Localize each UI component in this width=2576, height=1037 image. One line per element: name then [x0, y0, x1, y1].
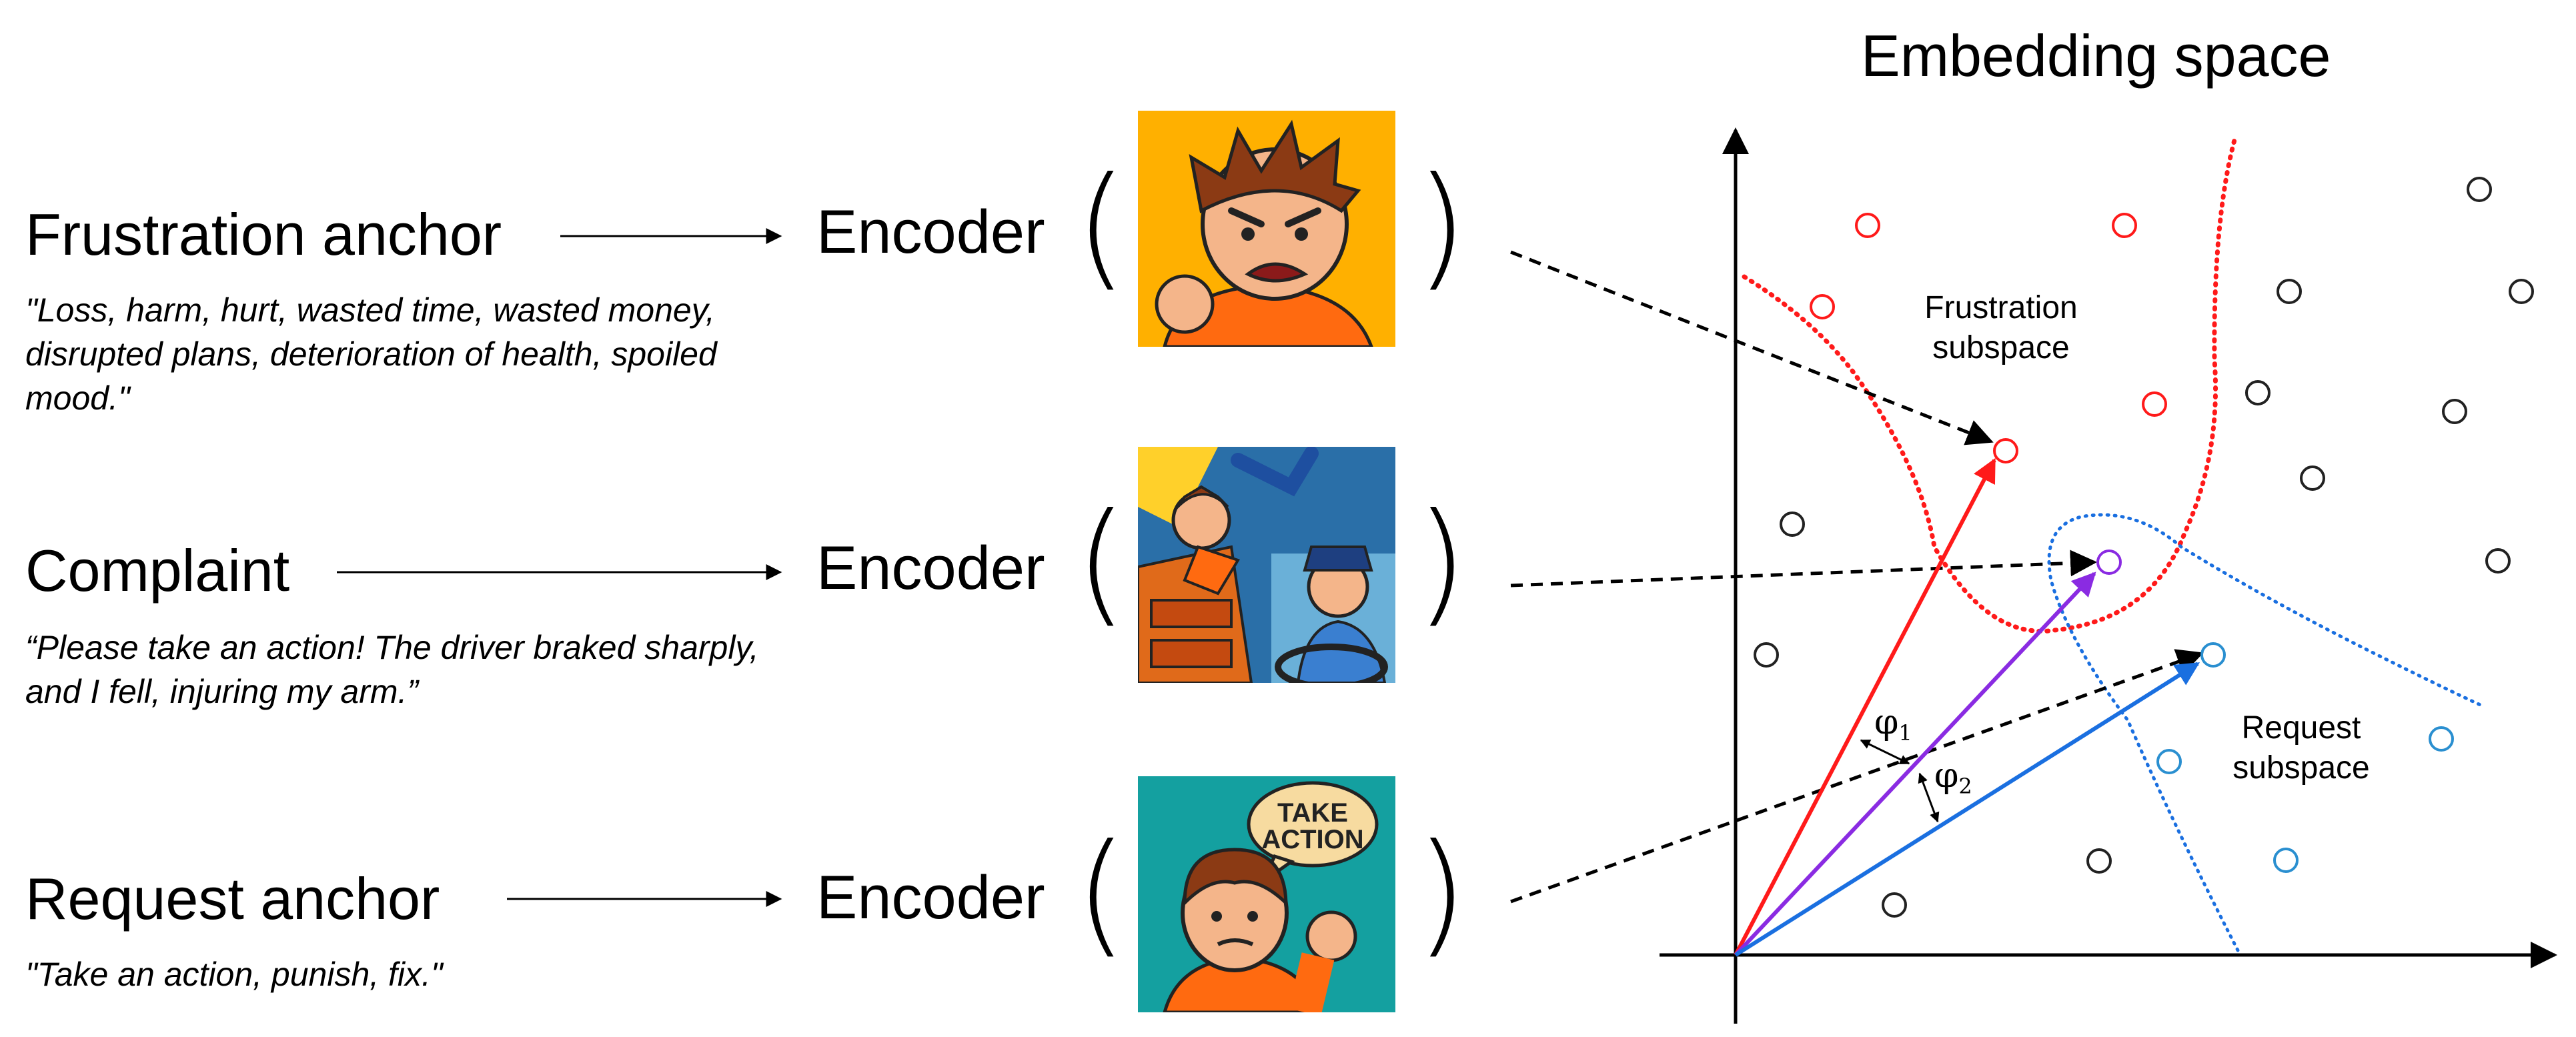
request-anchor-quote: "Take an action, punish, fix.": [25, 956, 443, 993]
projection-complaint: [1510, 550, 2097, 588]
request-point: [2273, 848, 2299, 873]
request-subspace-boundary: [2047, 513, 2487, 952]
frustration-anchor-title: Frustration anchor: [25, 201, 502, 267]
left-paren-2: (: [1075, 485, 1128, 640]
neutral-point: [2277, 279, 2302, 304]
complaint-point: [2096, 550, 2122, 575]
frustration-subspace-label-line-2: subspace: [1932, 330, 2070, 365]
request-subspace-label-line-1: Request: [2241, 710, 2361, 746]
phi2-label: φ2: [1934, 756, 1972, 799]
frustration-point: [2142, 391, 2167, 417]
complaint-title: Complaint: [25, 538, 290, 604]
complaint-quote: “Please take an action! The driver brake…: [25, 629, 759, 710]
right-paren-2: ): [1415, 485, 1468, 640]
request-subspace-label-line-2: subspace: [2232, 750, 2370, 786]
phi1-angle-arrow: [1860, 739, 1910, 765]
complaint-vector: [1734, 572, 2096, 957]
projection-frustration: [1510, 250, 1994, 445]
frustration-subspace-label: Frustration subspace: [1901, 288, 2101, 368]
neutral-point: [2467, 177, 2492, 202]
left-paren-1: (: [1075, 149, 1128, 304]
neutral-point: [1882, 892, 1907, 918]
frustration-anchor-point: [1993, 438, 2018, 463]
angry-man-icon: [1138, 111, 1395, 347]
right-paren-1: ): [1415, 149, 1468, 304]
embedding-space-title: Embedding space: [1861, 23, 2331, 89]
request-point: [2156, 749, 2182, 774]
neutral-point: [1780, 511, 1805, 537]
frustration-subspace-boundary: [1742, 137, 2237, 634]
encoder-label-3: Encoder: [816, 864, 1045, 932]
neutral-point: [2485, 548, 2511, 574]
neutral-point: [2300, 465, 2325, 491]
request-point: [2429, 726, 2454, 752]
frustration-point: [2112, 213, 2137, 238]
frustration-point: [1855, 213, 1880, 238]
request-anchor-point: [2200, 642, 2226, 668]
request-vector: [1734, 662, 2200, 957]
frustration-anchor-quote: "Loss, harm, hurt, wasted time, wasted m…: [25, 291, 717, 417]
projection-request: [1510, 649, 2204, 904]
bus-fall-scene-icon: [1138, 447, 1395, 683]
neutral-point: [1754, 642, 1779, 668]
speech-bubble-line-2: ACTION: [1261, 825, 1363, 854]
speech-bubble-line-1: TAKE: [1277, 798, 1348, 828]
neutral-point: [2086, 848, 2112, 874]
frustration-vector: [1734, 457, 1996, 956]
neutral-point: [2442, 399, 2467, 424]
neutral-point: [2509, 279, 2534, 304]
encoder-label-1: Encoder: [816, 198, 1045, 266]
take-action-man-icon: TAKE ACTION: [1138, 776, 1395, 1012]
frustration-subspace-label-line-1: Frustration: [1924, 290, 2078, 325]
request-subspace-label: Request subspace: [2201, 708, 2401, 788]
phi1-label: φ1: [1874, 702, 1912, 746]
frustration-point: [1810, 294, 1835, 319]
right-paren-3: ): [1415, 816, 1468, 971]
left-paren-3: (: [1075, 816, 1128, 971]
phi2-angle-arrow: [1918, 772, 1940, 823]
neutral-point: [2245, 380, 2271, 405]
request-anchor-title: Request anchor: [25, 866, 440, 932]
encoder-label-2: Encoder: [816, 534, 1045, 602]
